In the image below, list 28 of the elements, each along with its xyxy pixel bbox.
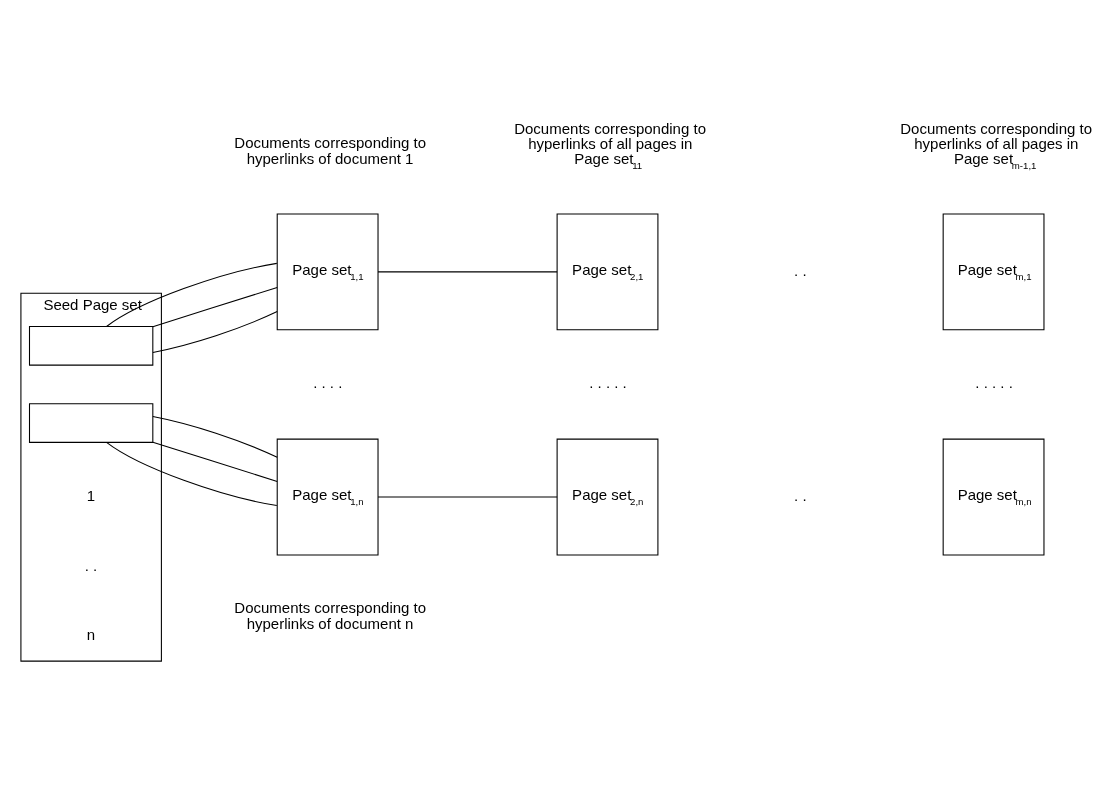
- node-box: Page set$_{1,n}$: [276, 438, 379, 556]
- label: n: [86, 626, 96, 644]
- label: 1: [86, 487, 96, 505]
- node-box: Page set$_{2,n}$: [556, 438, 659, 556]
- label: Documents corresponding to hyperlinks of document n: [234, 599, 427, 633]
- label: . . . . .: [589, 374, 627, 392]
- node-box: Page set$_{m,1}$: [942, 213, 1045, 331]
- label: . . . . .: [975, 374, 1013, 392]
- connector: [152, 311, 278, 353]
- label: . .: [794, 487, 807, 505]
- connector: [106, 262, 278, 328]
- label: Documents corresponding to hyperlinks of all pages in Page set$_{11}$: [514, 119, 706, 172]
- connector: [152, 415, 278, 458]
- node-box: [28, 403, 154, 443]
- label: Documents corresponding to hyperlinks of all pages in Page set$_{m-1,1}$: [900, 119, 1093, 172]
- node-box: Page set$_{1,1}$: [276, 213, 379, 331]
- node-box: [28, 326, 154, 366]
- connector: [106, 441, 278, 507]
- connector: [152, 286, 278, 328]
- label: Documents corresponding to hyperlinks of document 1: [234, 133, 427, 167]
- connector: [377, 271, 558, 273]
- connector: [152, 441, 278, 482]
- node-box: Page set$_{2,1}$: [556, 213, 659, 331]
- label: . . . .: [313, 374, 343, 392]
- label: . .: [84, 556, 98, 574]
- label: . .: [794, 261, 807, 279]
- connector: [377, 496, 558, 498]
- node-box: Page set$_{m,n}$: [942, 438, 1045, 556]
